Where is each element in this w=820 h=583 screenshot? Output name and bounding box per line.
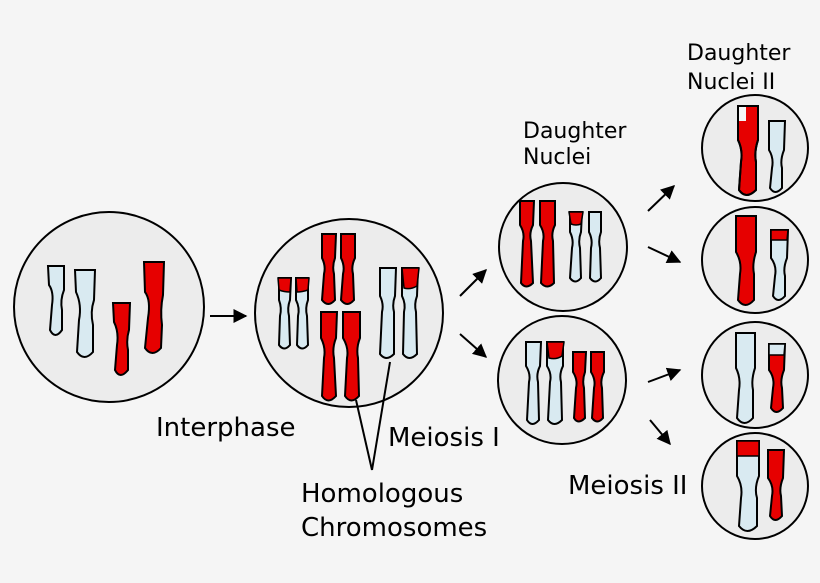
interphase-label: Interphase	[156, 413, 296, 443]
homolog-pair-large-red	[320, 311, 361, 402]
daughter-nuclei-ii-label-line2: Nuclei II	[687, 70, 776, 95]
daughter-nuclei-label-line1: Daughter	[523, 119, 627, 144]
arrow-to-nuclei-ii-1	[647, 185, 676, 212]
daughter-nuclei-ii-label-line1: Daughter	[687, 41, 791, 66]
arrow-to-nuclei-ii-2	[647, 246, 682, 263]
nucleus-ii-3	[701, 321, 809, 429]
interphase-nucleus	[13, 211, 205, 403]
meiosis-i-label: Meiosis I	[388, 423, 500, 453]
homolog-pair-large-blue	[378, 267, 420, 359]
nucleus-ii-4	[701, 432, 809, 540]
arrow-to-daughter-lower	[459, 333, 488, 358]
arrow-to-nuclei-ii-3	[647, 367, 682, 383]
homologous-label-line2: Chromosomes	[301, 513, 488, 543]
interphase-red-chromosome-1	[111, 302, 132, 376]
nucleus-ii-1	[701, 94, 809, 202]
daughter-nucleus-lower	[497, 315, 627, 445]
arrow-to-daughter-upper	[459, 269, 487, 297]
meiosis-i-nucleus	[254, 218, 444, 408]
daughter-nuclei-label-line2: Nuclei	[523, 145, 592, 170]
daughter-nucleus-upper	[498, 182, 628, 312]
homologous-label-line1: Homologous	[301, 479, 464, 509]
nucleus-ii-2	[701, 206, 809, 314]
homologous-pointer-lines	[355, 361, 391, 471]
interphase-red-chromosome-2	[142, 261, 166, 354]
arrow-to-nuclei-ii-4	[649, 419, 671, 446]
interphase-blue-chromosome-1	[46, 265, 65, 336]
homolog-pair-small-red	[320, 233, 356, 305]
interphase-blue-chromosome-2	[73, 269, 97, 358]
meiosis-ii-label: Meiosis II	[568, 471, 688, 501]
homolog-pair-small-blue	[277, 277, 310, 350]
